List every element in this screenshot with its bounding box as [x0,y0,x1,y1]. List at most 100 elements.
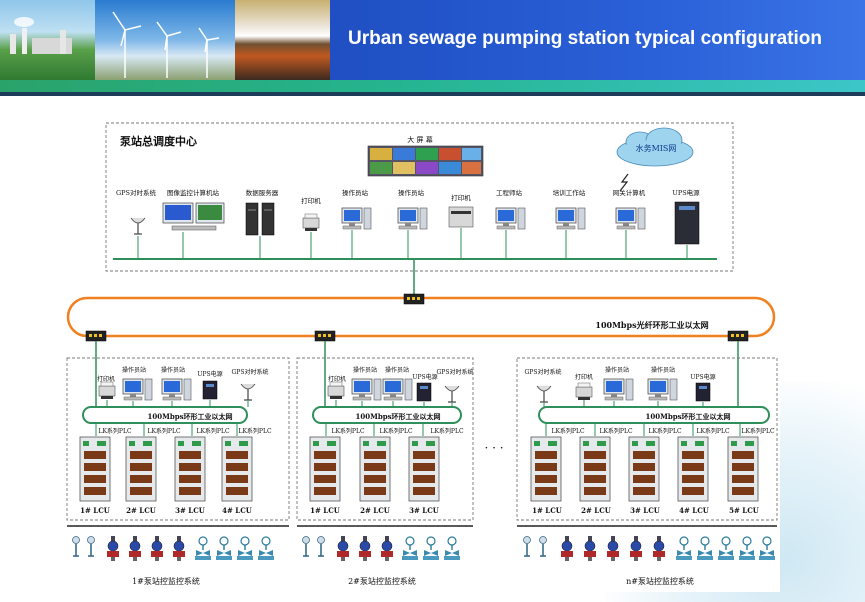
gps-icon [444,385,460,403]
ups-icon [202,380,218,400]
accent-line [0,92,865,96]
station-device-label: 操作员站 [161,366,185,374]
plc-label: LK系列PLC [599,427,632,435]
valve-icon [215,536,233,561]
pump-icon [629,535,643,562]
pump-icon [172,535,186,562]
lcu-label: 4# LCU [222,506,252,515]
printer-icon [327,381,345,400]
title-bar: Urban sewage pumping station typical con… [330,0,865,80]
lcu-cabinet-icon [79,436,111,502]
station-device-label: 打印机 [575,373,593,381]
center-device-label: 操作员站 [398,188,425,197]
valve-icon [236,536,254,561]
lcu-label: 3# LCU [409,506,439,515]
lcu-label: 5# LCU [729,506,759,515]
meter-icon [71,535,81,557]
printer-icon [98,381,116,400]
lcu-cabinet-icon [579,436,611,502]
mis-cloud-icon [616,127,694,167]
station-device-label: 操作员站 [385,366,409,374]
gps-icon [536,385,552,403]
station-device-label: 打印机 [328,375,346,383]
operator-station-icon [382,378,413,401]
operator-station-icon [647,378,678,401]
gps-icon [240,383,256,401]
video-monitoring-workstation-icon [162,202,225,231]
center-device-label: 数据服务器 [246,188,279,197]
station-device-label: GPS对时系统 [232,368,269,376]
pump-icon [380,535,394,562]
ring-switch-icon [314,330,336,342]
station-device-label: 打印机 [97,375,115,383]
lcu-label: 3# LCU [175,506,205,515]
valve-icon [675,536,693,561]
station-net-label: 100Mbps环形工业以太网 [645,412,730,421]
plc-label: LK系列PLC [379,427,412,435]
station-name: 2#泵站控监控系统 [348,576,416,586]
lcu-label: 2# LCU [360,506,390,515]
plc-label: LK系列PLC [98,427,131,435]
ups-icon [695,382,711,402]
plc-label: LK系列PLC [147,427,180,435]
operator-station-icon [341,207,372,230]
meter-icon [301,535,311,557]
lcu-cabinet-icon [309,436,341,502]
power-plant-photo [0,0,95,80]
pump-icon [606,535,620,562]
lcu-label: 1# LCU [310,506,340,515]
pump-icon [106,535,120,562]
valve-icon [194,536,212,561]
lcu-cabinet-icon [408,436,440,502]
printer-icon [302,213,320,232]
station-uplinks [95,341,739,407]
center-drops [137,228,688,259]
valve-icon [422,536,440,561]
meter-icon [538,535,548,557]
valve-icon [758,536,776,561]
meter-icon [316,535,326,557]
center-device-label: 操作员站 [342,188,369,197]
valve-icon [717,536,735,561]
ring-label: 100Mbps光纤环形工业以太网 [595,320,708,330]
station-device-label: 操作员站 [651,366,675,374]
training-station-icon [555,207,586,230]
plc-label: LK系列PLC [331,427,364,435]
ups-icon [674,201,700,245]
operator-station-icon [351,378,382,401]
pump-icon [336,535,350,562]
pump-icon [583,535,597,562]
station-device-label: 操作员站 [353,366,377,374]
center-device-label: 网关计算机 [613,188,646,197]
station-ring [312,406,462,424]
station-device-label: 操作员站 [605,366,629,374]
lcu-label: 3# LCU [630,506,660,515]
plc-label: LK系列PLC [196,427,229,435]
center-device-label: 工程师站 [496,188,523,197]
station-device-label: 操作员站 [122,366,146,374]
plc-label: LK系列PLC [741,427,774,435]
accent-stripe [0,80,865,92]
dispatch-center-title: 泵站总调度中心 [120,134,197,148]
valve-icon [696,536,714,561]
valve-icon [738,536,756,561]
pump-icon [560,535,574,562]
printer-icon [448,206,474,228]
meter-icon [86,535,96,557]
station-name: 1#泵站控监控系统 [132,576,200,586]
center-device-label: 图像监控计算机站 [167,188,220,197]
plc-label: LK系列PLC [238,427,271,435]
dispatch-center-box [105,122,734,272]
printer-icon [575,382,593,401]
lcu-cabinet-icon [677,436,709,502]
lcu-cabinet-icon [727,436,759,502]
pump-icon [150,535,164,562]
center-device-label: GPS对时系统 [116,188,157,197]
lcu-label: 2# LCU [126,506,156,515]
lcu-cabinet-icon [628,436,660,502]
big-screen-icon [367,145,484,177]
plc-label: LK系列PLC [551,427,584,435]
engineer-station-icon [495,207,526,230]
center-device-label: 打印机 [451,193,471,202]
station-net-label: 100Mbps环形工业以太网 [147,412,232,421]
